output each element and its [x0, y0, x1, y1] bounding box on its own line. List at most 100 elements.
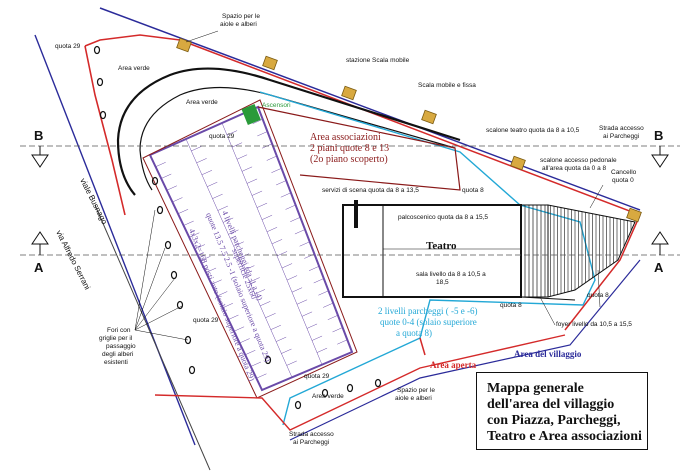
label-spazio-top-2: aiole e alberi: [220, 21, 257, 28]
parking-stall-line: [236, 154, 248, 160]
parking-stall-line: [250, 361, 261, 367]
parking-stall-line: [266, 227, 278, 232]
parking-stall-line: [257, 131, 268, 137]
parking-stall-line: [299, 241, 310, 247]
parking-stall-line: [281, 348, 292, 354]
parking-stall-line: [226, 130, 238, 136]
section-label-b-right: B: [654, 128, 663, 143]
label-area-assoc-3: (2o piano scoperto): [310, 154, 388, 165]
parking-stall-line: [207, 181, 218, 187]
label-fori-2: griglie per il: [99, 335, 133, 342]
label-scala-mobile: Scala mobile e fissa: [418, 82, 476, 89]
top-boundary-red: [179, 39, 641, 216]
section-label-a-left: A: [34, 260, 44, 275]
parking-stall-line: [266, 155, 277, 161]
parking-stall-line: [313, 278, 324, 284]
foyer-wall: [520, 296, 576, 301]
label-quota8-2: quota 8: [500, 302, 522, 309]
label-via-serrani: via Alfredo Serrani: [54, 229, 92, 292]
scalone-stairs: [547, 204, 636, 298]
label-stazione-scala: stazione Scala mobile: [346, 57, 410, 64]
area-aperta-red: [419, 337, 426, 356]
parking-stall-line: [205, 267, 217, 273]
leader-lines: [134, 30, 604, 341]
parking-stall-line: [254, 289, 266, 295]
parking-stall-line: [228, 314, 239, 320]
section-arrow-icon: [31, 146, 669, 255]
parking-stall-line: [306, 323, 318, 329]
parking-stall-line: [155, 162, 166, 167]
label-area-aperta: Area aperta: [430, 360, 477, 370]
section-label-a-right: A: [654, 260, 664, 275]
label-teatro: Teatro: [426, 240, 457, 252]
label-strada-bottom-2: ai Parcheggi: [293, 439, 329, 446]
label-parcheggi-2-2: quote 0-4 (solaio superiore: [380, 317, 477, 327]
parking-stall-line: [249, 277, 260, 283]
parking-stall-line: [265, 313, 276, 318]
parking-stall-line: [294, 229, 306, 235]
elevator-icon: [241, 103, 261, 125]
legend-title-box: Mappa generale dell'area del villaggio c…: [476, 372, 648, 450]
parking-stall-line: [200, 256, 211, 261]
parking-stall-line: [183, 220, 194, 226]
parking-stall-line: [286, 360, 297, 366]
site-boundary-left: [84, 34, 181, 47]
label-quota8-1: quota 8: [462, 187, 484, 194]
label-parcheggi-2-3: a quota 8): [396, 328, 432, 338]
parking-stall-line: [189, 232, 200, 238]
parking-stall-line: [217, 205, 228, 211]
teatro-block: [342, 204, 522, 298]
parking-stall-line: [245, 350, 256, 355]
parking-stall-line: [166, 185, 177, 191]
label-quota29-mid: quota 29: [209, 133, 235, 140]
parking-stall-line: [281, 263, 293, 269]
parking-stall-line: [285, 204, 296, 210]
viale-busnago-line: [34, 34, 196, 446]
parking-stall-line: [222, 217, 234, 223]
parking-stall-line: [261, 214, 273, 220]
parking-stalls: [155, 119, 348, 379]
parking-stall-line: [194, 244, 205, 250]
parking-stall-line: [290, 217, 301, 222]
parking-stall-line: [233, 241, 244, 247]
parking-stall-line: [201, 170, 213, 175]
label-scalone-pedonale-2: all'area quota da 0 a 8: [542, 165, 607, 172]
label-area-assoc-1: Area associazioni: [310, 132, 381, 143]
via-serrani-line: [94, 204, 211, 471]
label-area-assoc-2: 2 piani quote 8 e 13: [310, 143, 389, 154]
parking-stall-line: [256, 373, 267, 379]
parking-stall-line: [196, 158, 207, 164]
label-area-villaggio: Area del villaggio: [514, 349, 582, 359]
parking-stall-line: [271, 239, 283, 245]
parking-stall-line: [323, 302, 334, 308]
label-scalone-pedonale-1: scalone accesso pedonale: [540, 157, 617, 164]
parking-stall-line: [228, 229, 239, 235]
label-cancello-2: quota 0: [612, 177, 634, 184]
parking-stall-line: [311, 335, 323, 341]
parking-stall-line: [280, 192, 292, 198]
bottom-boundary-red: [154, 334, 566, 431]
parking-stall-line: [231, 142, 243, 148]
site-boundary-left-edge: [84, 45, 126, 216]
parking-stall-line: [260, 301, 271, 307]
parking-aisle-line: [185, 138, 293, 378]
label-palcoscenico: palcoscenico quota da 8 a 15,5: [398, 214, 488, 221]
label-area-verde-2: Area verde: [186, 99, 218, 106]
label-sala-1: sala livello da 8 a 10,5 a: [416, 271, 486, 278]
parking-stall-line: [239, 338, 250, 344]
label-fori-4: degli alberi: [102, 351, 133, 358]
parking-stall-line: [276, 251, 288, 257]
label-spazio-top-1: Spazio per le: [222, 13, 260, 20]
parking-stall-line: [270, 324, 281, 330]
label-fori-3: passaggio: [106, 343, 136, 350]
section-label-b-left: B: [34, 128, 43, 143]
parking-stall-line: [222, 303, 233, 308]
label-strada-bottom-1: Strada accesso: [289, 431, 334, 438]
label-quota29-bl: quota 29: [193, 317, 219, 324]
label-quota8-3: quota 8: [587, 292, 609, 299]
parking-stall-line: [191, 146, 202, 152]
parking-stall-line: [244, 265, 255, 271]
parking-stall-line: [251, 190, 263, 196]
parking-stall-line: [271, 168, 282, 173]
access-road-outer: [116, 67, 461, 196]
